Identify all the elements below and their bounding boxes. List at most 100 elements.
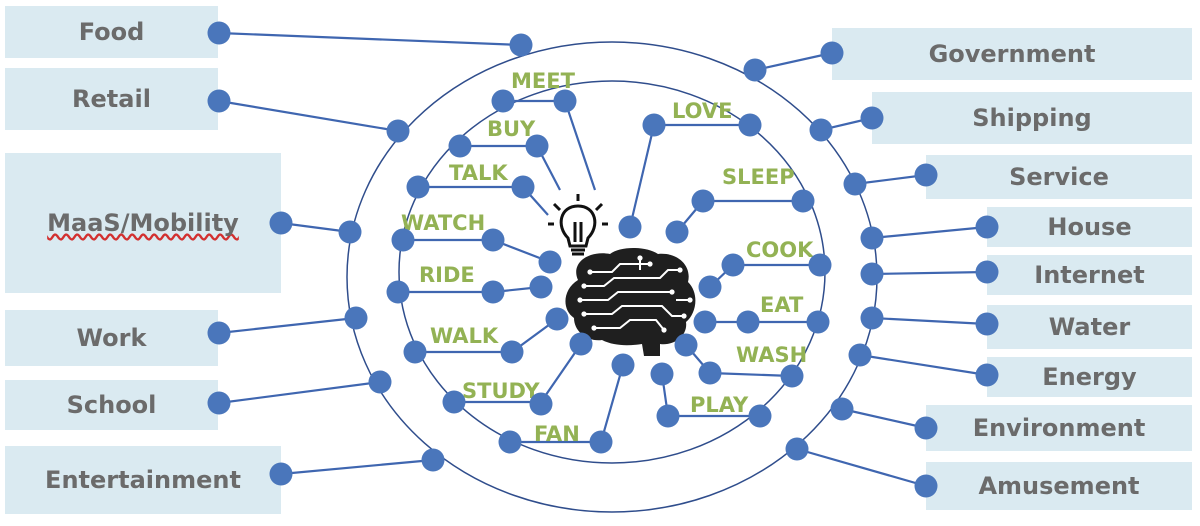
category-box-water: Water (987, 305, 1192, 349)
node (406, 175, 430, 199)
category-box-house: House (987, 207, 1192, 247)
category-box-amusement: Amusement (926, 462, 1192, 510)
node (860, 306, 884, 330)
verb-talk: TALK (449, 161, 508, 185)
category-label: Amusement (978, 472, 1140, 500)
node (207, 391, 231, 415)
category-label: Work (76, 324, 147, 352)
node (691, 189, 715, 213)
node (269, 211, 293, 235)
node (500, 340, 524, 364)
category-label: Shipping (972, 104, 1092, 132)
node (843, 172, 867, 196)
verb-watch: WATCH (401, 211, 485, 235)
node (511, 175, 535, 199)
connector-water (871, 316, 988, 326)
node (721, 253, 745, 277)
category-box-environment: Environment (926, 405, 1192, 451)
node (509, 33, 533, 57)
brain-circuit-icon (565, 248, 696, 356)
node (656, 404, 680, 428)
connector-government (754, 51, 833, 72)
watch-connector (403, 238, 551, 264)
category-label: Entertainment (45, 466, 241, 494)
node (344, 306, 368, 330)
node (611, 353, 635, 377)
node (975, 363, 999, 387)
node (403, 340, 427, 364)
node (391, 228, 415, 252)
category-box-work: Work (5, 310, 218, 366)
node (914, 163, 938, 187)
node (529, 275, 553, 299)
node (207, 321, 231, 345)
category-label: House (1047, 213, 1132, 241)
node (785, 437, 809, 461)
node (820, 41, 844, 65)
category-label: School (66, 391, 157, 419)
category-box-energy: Energy (987, 357, 1192, 397)
node (806, 310, 830, 334)
node (975, 260, 999, 284)
verb-fan: FAN (534, 422, 580, 446)
verb-love: LOVE (672, 99, 733, 123)
node (538, 250, 562, 274)
verb-ride: RIDE (419, 263, 475, 287)
verb-walk: WALK (430, 324, 499, 348)
node (736, 310, 760, 334)
node (386, 119, 410, 143)
node (525, 134, 549, 158)
node (809, 118, 833, 142)
node (545, 307, 569, 331)
node (491, 89, 515, 113)
connector-house (871, 225, 988, 240)
node (665, 220, 689, 244)
node (914, 474, 938, 498)
verb-buy: BUY (487, 117, 536, 141)
node (738, 113, 762, 137)
verb-wash: WASH (736, 343, 807, 367)
node (748, 404, 772, 428)
category-label: Internet (1034, 261, 1145, 289)
node (448, 134, 472, 158)
category-label: Retail (72, 85, 151, 113)
node (808, 253, 832, 277)
connector-maas (280, 221, 351, 234)
node (442, 390, 466, 414)
node (975, 312, 999, 336)
node (207, 21, 231, 45)
category-box-entertainment: Entertainment (5, 446, 281, 514)
node (860, 262, 884, 286)
category-box-food: Food (5, 6, 218, 58)
connector-school (218, 380, 381, 405)
verb-study: STUDY (462, 379, 540, 403)
node (569, 332, 593, 356)
node (791, 189, 815, 213)
node (498, 430, 522, 454)
node (207, 89, 231, 113)
node (481, 228, 505, 252)
node (693, 310, 717, 334)
verb-play: PLAY (690, 393, 749, 417)
node (553, 89, 577, 113)
connector-service (854, 173, 927, 186)
category-label: Food (78, 18, 145, 46)
category-box-government: Government (832, 28, 1192, 80)
connector-amusement (796, 447, 927, 488)
node (338, 220, 362, 244)
verb-meet: MEET (511, 69, 576, 93)
category-label: Environment (972, 414, 1146, 442)
verb-sleep: SLEEP (722, 165, 795, 189)
node (618, 215, 642, 239)
category-label: Government (928, 40, 1096, 68)
connection-nodes (207, 21, 999, 498)
node (914, 416, 938, 440)
connector-environment (841, 407, 927, 430)
category-box-school: School (5, 380, 218, 430)
verb-eat: EAT (760, 293, 804, 317)
category-box-shipping: Shipping (872, 92, 1192, 144)
node (780, 364, 804, 388)
ride-connector (398, 285, 542, 294)
